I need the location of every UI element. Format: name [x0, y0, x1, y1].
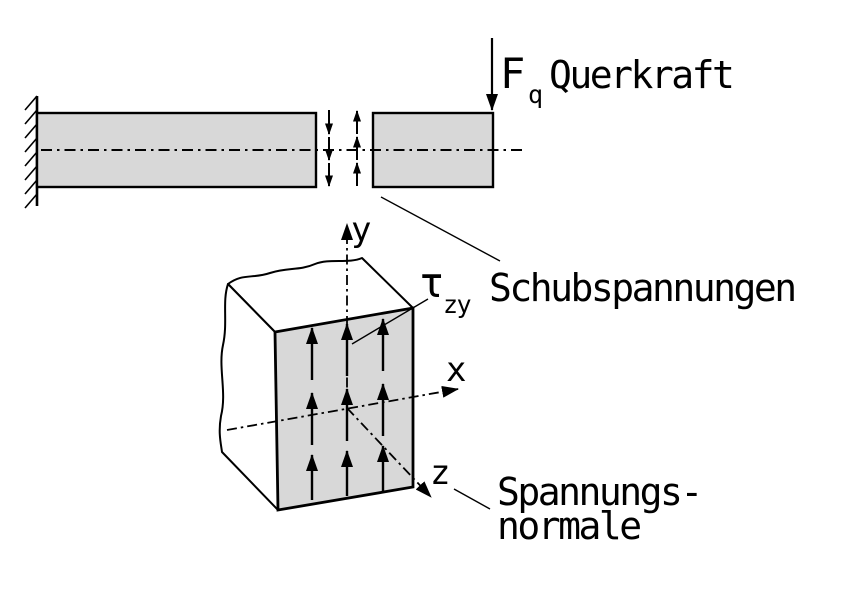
axis-x-line — [226, 385, 459, 431]
leader-shear-symbol-to-arrow — [351, 298, 429, 345]
force-name-label: Querkraft — [549, 53, 732, 97]
force-symbol: F — [500, 49, 524, 98]
shear-symbol: τ — [419, 258, 443, 307]
shear-subscript: zy — [443, 290, 472, 319]
normal-label-line2: normale — [497, 504, 640, 548]
normal-label-line1: Spannungs- — [497, 470, 701, 514]
axis-z-label: z — [430, 453, 449, 493]
axis-x-label: x — [446, 350, 466, 390]
force-subscript: q — [528, 80, 542, 109]
cube-left-face — [218, 283, 279, 511]
face-shear-arrows — [306, 318, 389, 500]
wall-support-hatching — [24, 95, 38, 209]
leader-cut-to-shear-label — [380, 196, 501, 262]
axis-y-label: y — [351, 210, 371, 250]
shear-name-label: Schubspannungen — [489, 266, 795, 310]
leader-z-to-normal-label — [453, 488, 491, 510]
